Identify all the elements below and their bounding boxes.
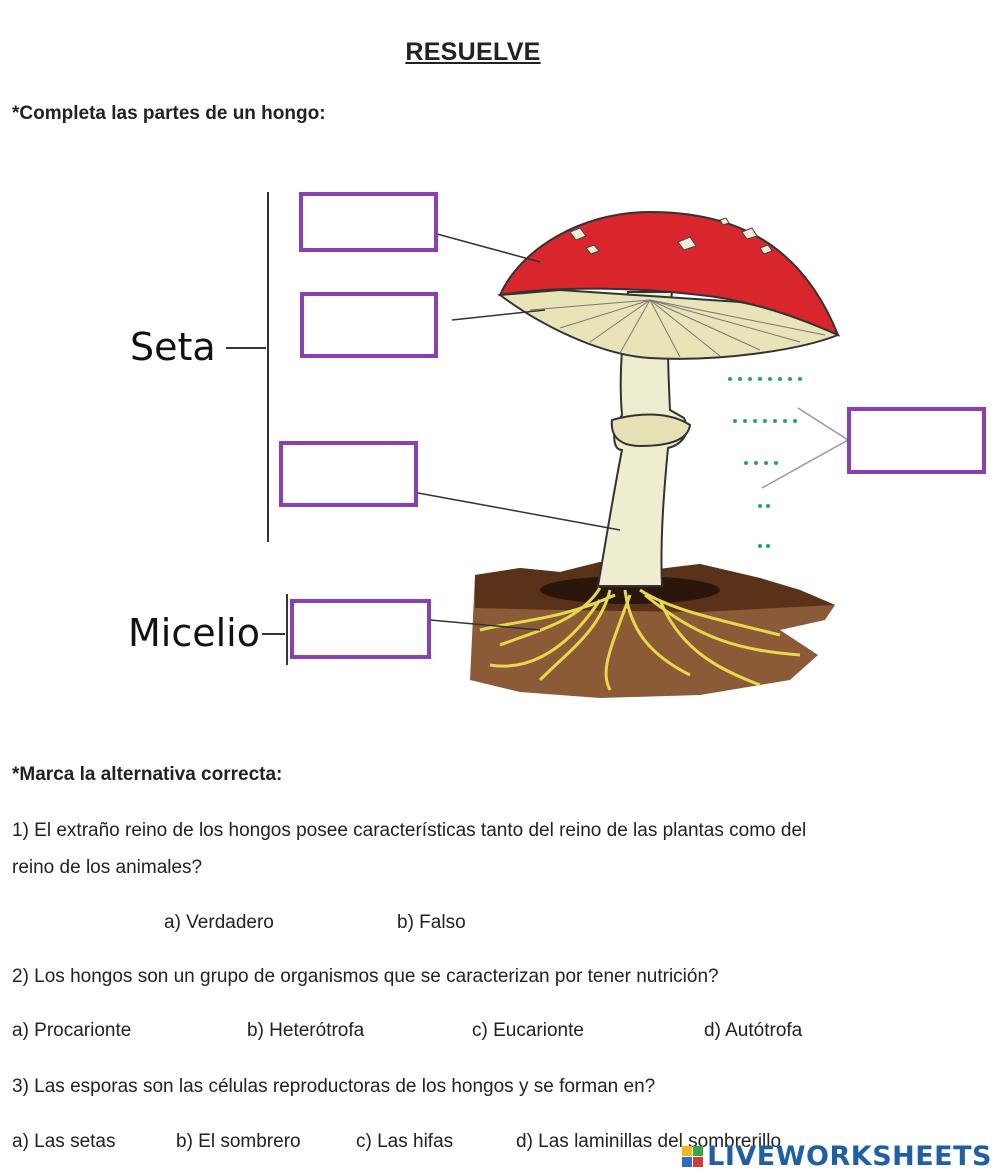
answer-box-laminillas[interactable]: [300, 292, 438, 358]
answer-box-esporas[interactable]: [847, 407, 986, 474]
q2-option-b[interactable]: b) Heterótrofa: [247, 1020, 365, 1041]
liveworksheets-watermark: LIVEWORKSHEETS: [682, 1141, 992, 1172]
liveworksheets-logo-icon: [682, 1146, 704, 1167]
q2-option-c[interactable]: c) Eucarionte: [472, 1020, 584, 1041]
question-1-line2: reino de los animales?: [12, 857, 203, 878]
section2-heading: *Marca la alternativa correcta:: [12, 764, 283, 785]
question-1-line1: 1) El extraño reino de los hongos posee …: [12, 820, 807, 841]
spores: [728, 377, 802, 548]
question-3: 3) Las esporas son las células reproduct…: [12, 1076, 656, 1097]
q2-option-d[interactable]: d) Autótrofa: [704, 1020, 803, 1041]
q2-option-a[interactable]: a) Procarionte: [12, 1020, 132, 1041]
q3-option-b[interactable]: b) El sombrero: [176, 1131, 301, 1152]
mushroom-diagram: Seta Micelio: [0, 150, 1000, 710]
q3-option-a[interactable]: a) Las setas: [12, 1131, 116, 1152]
micelio-label: Micelio: [128, 611, 260, 655]
question-2: 2) Los hongos son un grupo de organismos…: [12, 966, 719, 987]
answer-box-micelio[interactable]: [290, 599, 431, 659]
section1-heading: *Completa las partes de un hongo:: [12, 103, 326, 124]
answer-box-pie[interactable]: [279, 441, 418, 507]
page-title: RESUELVE: [405, 38, 541, 66]
seta-label: Seta: [130, 325, 216, 369]
watermark-text: LIVEWORKSHEETS: [707, 1141, 992, 1172]
mushroom-illustration: [226, 192, 850, 698]
answer-box-sombrero[interactable]: [299, 192, 438, 252]
q1-option-a[interactable]: a) Verdadero: [164, 912, 274, 933]
q3-option-c[interactable]: c) Las hifas: [356, 1131, 454, 1152]
q3-option-d[interactable]: d) Las laminillas del sombrerillo: [516, 1131, 782, 1152]
q1-option-b[interactable]: b) Falso: [397, 912, 466, 933]
